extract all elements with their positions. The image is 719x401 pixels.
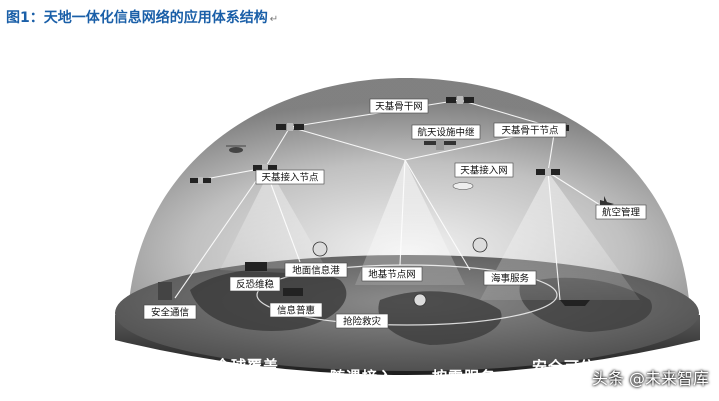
- label-access-network: 天基接入网: [454, 162, 514, 178]
- label-info-popularization: 信息普惠: [269, 302, 323, 318]
- ground-station-icon: [312, 241, 328, 257]
- label-maritime-service-text: 海事服务: [491, 273, 530, 285]
- label-rescue: 抢险救灾: [335, 313, 389, 329]
- label-space-facility-relay-text: 航天设施中继: [417, 127, 475, 139]
- satellite-icon: [253, 164, 277, 172]
- label-backbone-network: 天基骨干网: [369, 98, 429, 114]
- vehicle-icon: [245, 262, 267, 271]
- label-air-traffic: 航空管理: [595, 204, 647, 220]
- figure-title: 图1：天地一体化信息网络的应用体系结构: [6, 10, 268, 26]
- satellite-icon: [276, 123, 304, 131]
- satellite-icon: [190, 177, 211, 184]
- label-safe-communication: 安全通信: [143, 304, 197, 320]
- aircraft-icon: [600, 196, 614, 212]
- label-backbone-node: 天基骨干节点: [493, 122, 567, 138]
- network-ring: [256, 264, 558, 326]
- label-air-traffic-text: 航空管理: [602, 207, 641, 219]
- vehicle-icon: [283, 288, 303, 296]
- figure-caption: 图1：天地一体化信息网络的应用体系结构↵: [6, 7, 278, 29]
- coverage-beam: [480, 172, 640, 300]
- airship-icon: [452, 182, 474, 190]
- slogan-on-demand-service: 按需服务: [432, 368, 496, 386]
- slogan-secure-trusted: 安全可信: [532, 358, 596, 376]
- radar-icon: [158, 282, 172, 300]
- label-safe-communication-text: 安全通信: [151, 307, 189, 319]
- label-access-node-text: 天基接入节点: [261, 172, 319, 184]
- label-space-facility-relay: 航天设施中继: [411, 124, 481, 140]
- ground-station-icon: [472, 237, 488, 253]
- watermark: 头条 @未来智库: [591, 369, 709, 388]
- label-backbone-node-text: 天基骨干节点: [501, 125, 559, 137]
- landmass: [378, 291, 502, 345]
- space-station-icon: [424, 136, 456, 150]
- coverage-beam: [220, 170, 330, 275]
- coverage-beam: [355, 160, 465, 285]
- paragraph-mark-icon: ↵: [269, 14, 279, 25]
- label-ground-node-network: 地基节点网: [361, 266, 423, 282]
- label-info-popularization-text: 信息普惠: [277, 305, 315, 317]
- ship-icon: [560, 300, 590, 306]
- label-access-node: 天基接入节点: [255, 169, 325, 185]
- helicopter-icon: [226, 145, 246, 153]
- satellite-icon: [536, 168, 560, 176]
- label-ground-node-network-text: 地基节点网: [368, 269, 416, 281]
- ground-station-icon: [413, 293, 427, 307]
- label-ground-info-port-text: 地面信息港: [292, 265, 340, 277]
- satellite-icon: [446, 96, 474, 104]
- label-situation-awareness: 反恐维稳: [229, 276, 281, 292]
- label-backbone-network-text: 天基骨干网: [375, 101, 423, 113]
- label-situation-awareness-text: 反恐维稳: [236, 279, 275, 291]
- slogan-global-coverage: 全球覆盖: [214, 357, 279, 375]
- label-ground-info-port: 地面信息港: [284, 262, 348, 278]
- label-access-network-text: 天基接入网: [460, 165, 508, 177]
- label-maritime-service: 海事服务: [483, 270, 537, 286]
- label-rescue-text: 抢险救灾: [343, 316, 382, 328]
- slogan-on-demand-access: 随遇接入: [330, 368, 394, 386]
